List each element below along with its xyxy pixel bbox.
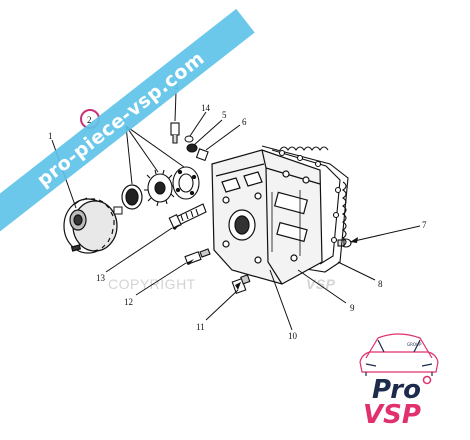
part-nut-6 [195, 148, 209, 162]
part-hub [121, 184, 143, 210]
part-bolt-11 [231, 274, 251, 295]
part-stud-12 [184, 248, 211, 265]
copyright-watermark: COPYRIGHT [108, 276, 196, 292]
part-screw-7 [337, 238, 352, 248]
callout-6: 6 [242, 117, 247, 127]
part-washer-14 [184, 135, 194, 143]
part-housing [211, 149, 323, 285]
callout-9: 9 [350, 303, 355, 313]
logo-pro-text: Pro [372, 375, 421, 405]
part-pulley [63, 197, 118, 254]
logo-vsp-text: VSP [363, 400, 421, 430]
callout-2: 2 [87, 115, 92, 125]
callout-7: 7 [422, 220, 427, 230]
part-plate [172, 166, 200, 200]
logo-dot-icon [422, 375, 432, 385]
callout-8: 8 [378, 279, 383, 289]
logo-group-text: GROUP [407, 342, 422, 347]
callout-5: 5 [222, 110, 227, 120]
part-seal-5 [186, 143, 198, 153]
part-bolt-13 [168, 203, 207, 229]
callout-1: 1 [48, 131, 53, 141]
leader-arrowheads [172, 224, 358, 290]
callout-11: 11 [196, 322, 205, 332]
callout-12: 12 [124, 297, 133, 307]
part-key [113, 206, 123, 215]
leader-lines [51, 91, 421, 331]
callout-13: 13 [96, 273, 106, 283]
part-bolt-4 [170, 122, 180, 144]
callout-10: 10 [288, 331, 298, 341]
callout-14: 14 [201, 103, 211, 113]
car-icon [359, 333, 439, 376]
part-gasket [261, 145, 349, 273]
provsp-logo: GROUP Pro VSP [359, 333, 439, 430]
part-sprocket [144, 169, 176, 207]
